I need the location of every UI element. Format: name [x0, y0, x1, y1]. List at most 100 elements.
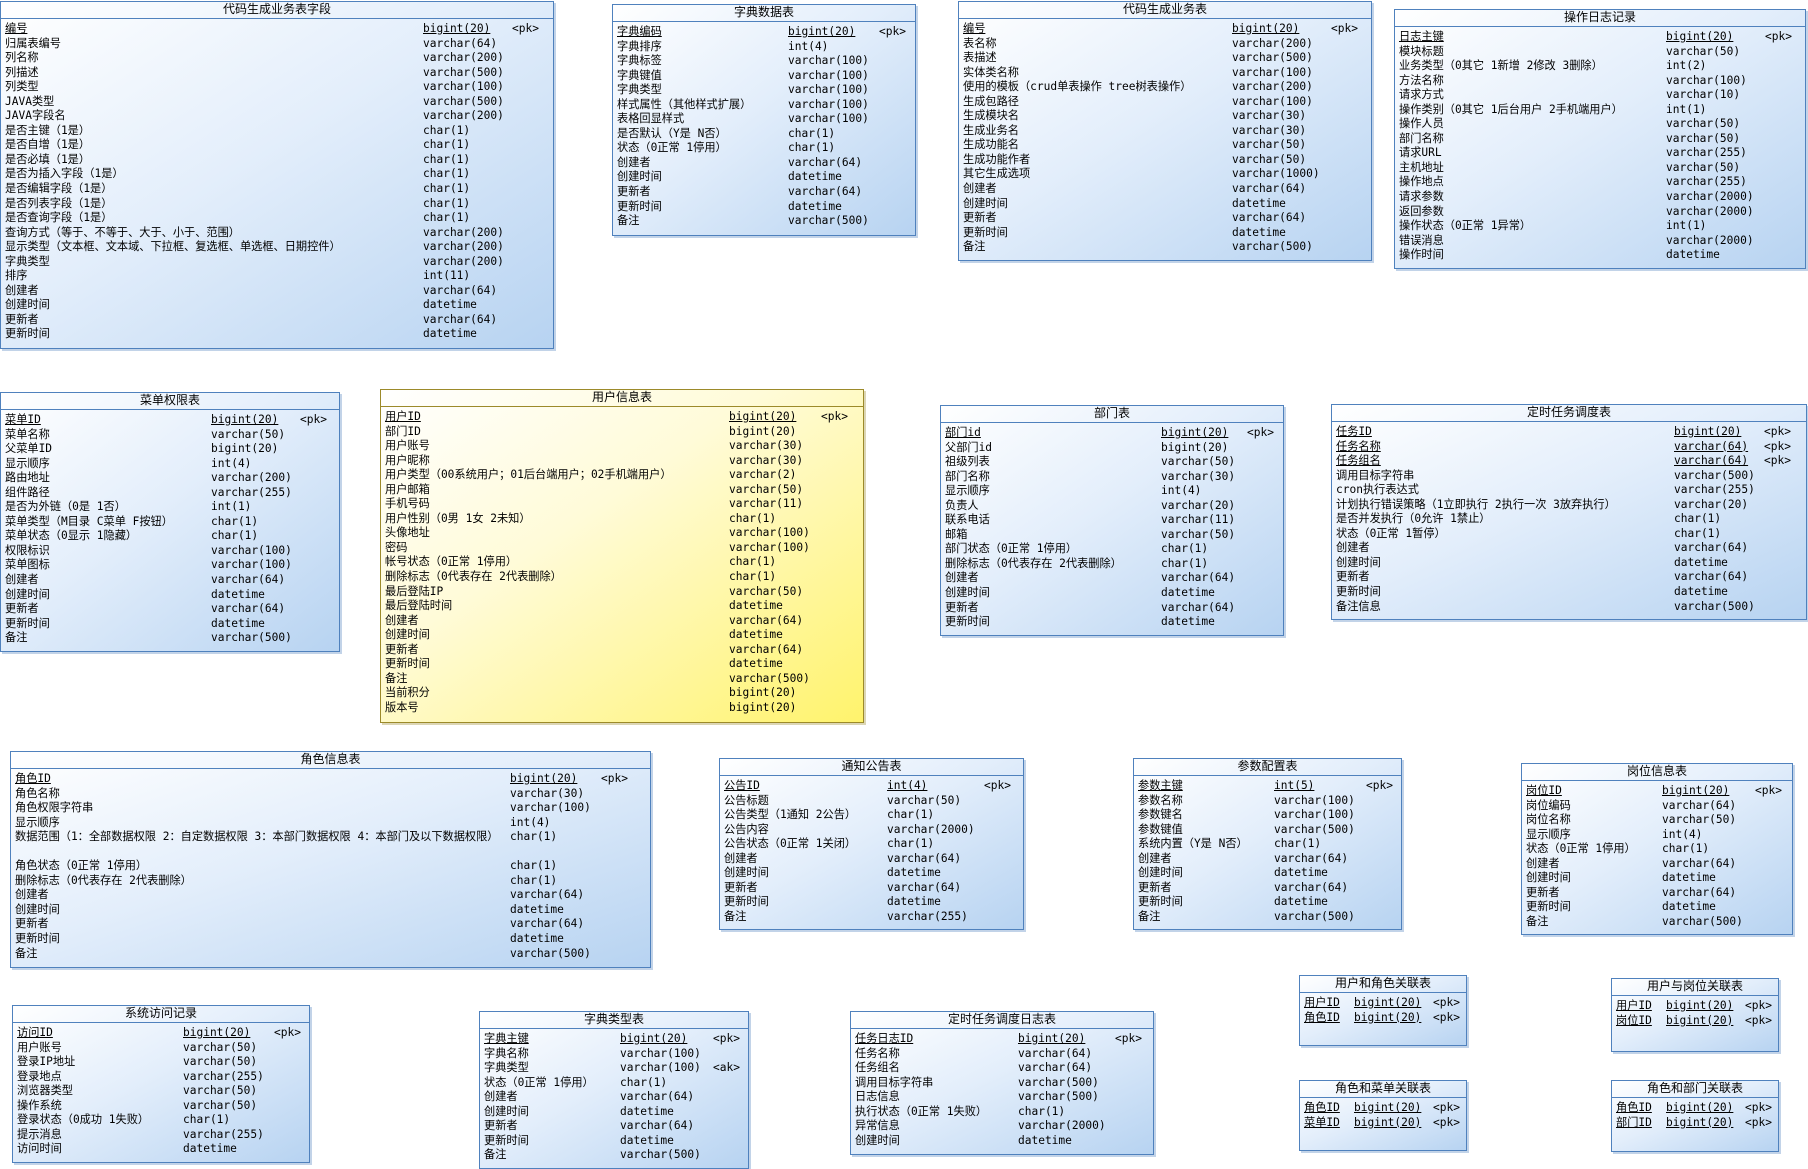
column-row[interactable]: 数据范围（1：全部数据权限 2：自定数据权限 3：本部门数据权限 4：本部门及以… — [11, 830, 650, 859]
column-row[interactable]: 状态（0正常 1停用）char(1) — [480, 1076, 748, 1091]
column-row[interactable]: 使用的模板（crud单表操作 tree树表操作）varchar(200) — [959, 80, 1371, 95]
column-row[interactable]: 部门状态（0正常 1停用）char(1) — [941, 542, 1283, 557]
column-row[interactable]: 查询方式（等于、不等于、大于、小于、范围）varchar(200) — [1, 226, 553, 241]
column-row[interactable]: 是否列表字段（1是）char(1) — [1, 197, 553, 212]
column-row[interactable]: 是否自增（1是）char(1) — [1, 138, 553, 153]
column-row[interactable]: 菜单状态（0显示 1隐藏）char(1) — [1, 529, 339, 544]
column-row[interactable]: 登录状态（0成功 1失败）char(1) — [13, 1113, 309, 1128]
column-row[interactable]: 删除标志（0代表存在 2代表删除）char(1) — [11, 874, 650, 889]
column-row[interactable]: 是否编辑字段（1是）char(1) — [1, 182, 553, 197]
column-row[interactable]: 公告类型（1通知 2公告）char(1) — [720, 808, 1023, 823]
column-row[interactable]: 样式属性（其他样式扩展）varchar(100) — [613, 98, 915, 113]
column-row[interactable]: 操作状态（0正常 1异常）int(1) — [1395, 219, 1805, 234]
column-row[interactable]: 状态（0正常 1停用）char(1) — [613, 141, 915, 156]
